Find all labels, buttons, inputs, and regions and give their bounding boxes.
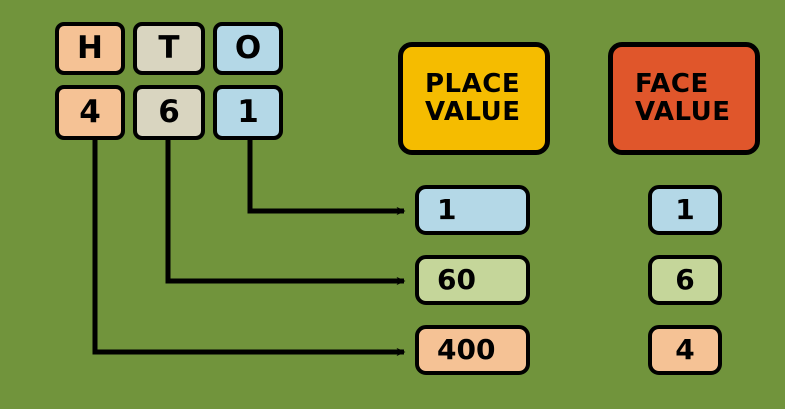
- place-value-title-line1: PLACE: [425, 69, 521, 100]
- digit-tens-label: 6: [158, 94, 180, 131]
- place-header-ones: O: [213, 22, 283, 75]
- digit-hundreds: 4: [55, 85, 125, 140]
- place-value-hundreds: 400: [415, 325, 530, 375]
- place-header-ones-label: O: [234, 30, 262, 67]
- digit-tens: 6: [133, 85, 205, 140]
- place-value-hundreds-label: 400: [437, 333, 496, 367]
- face-value-title-line1: FACE: [635, 69, 709, 100]
- place-value-ones-label: 1: [437, 193, 457, 227]
- place-header-tens-label: T: [158, 30, 180, 67]
- place-header-hundreds-label: H: [77, 30, 103, 67]
- place-value-ones: 1: [415, 185, 530, 235]
- connector-ones-to-place-value: [247, 140, 406, 216]
- place-value-title: PLACE VALUE: [398, 42, 550, 155]
- face-value-ones-label: 1: [675, 193, 695, 227]
- digit-hundreds-label: 4: [79, 94, 101, 131]
- face-value-ones: 1: [648, 185, 722, 235]
- digit-ones: 1: [213, 85, 283, 140]
- place-header-hundreds: H: [55, 22, 125, 75]
- digit-ones-label: 1: [237, 94, 259, 131]
- face-value-title: FACE VALUE: [608, 42, 760, 155]
- place-value-tens-label: 60: [437, 263, 476, 297]
- place-header-tens: T: [133, 22, 205, 75]
- face-value-tens: 6: [648, 255, 722, 305]
- place-value-tens: 60: [415, 255, 530, 305]
- face-value-hundreds: 4: [648, 325, 722, 375]
- place-value-title-line2: VALUE: [425, 96, 521, 127]
- face-value-title-line2: VALUE: [635, 96, 731, 127]
- connector-tens-to-place-value: [165, 140, 406, 286]
- face-value-hundreds-label: 4: [675, 333, 695, 367]
- face-value-tens-label: 6: [675, 263, 695, 297]
- connector-hundreds-to-place-value: [92, 140, 406, 357]
